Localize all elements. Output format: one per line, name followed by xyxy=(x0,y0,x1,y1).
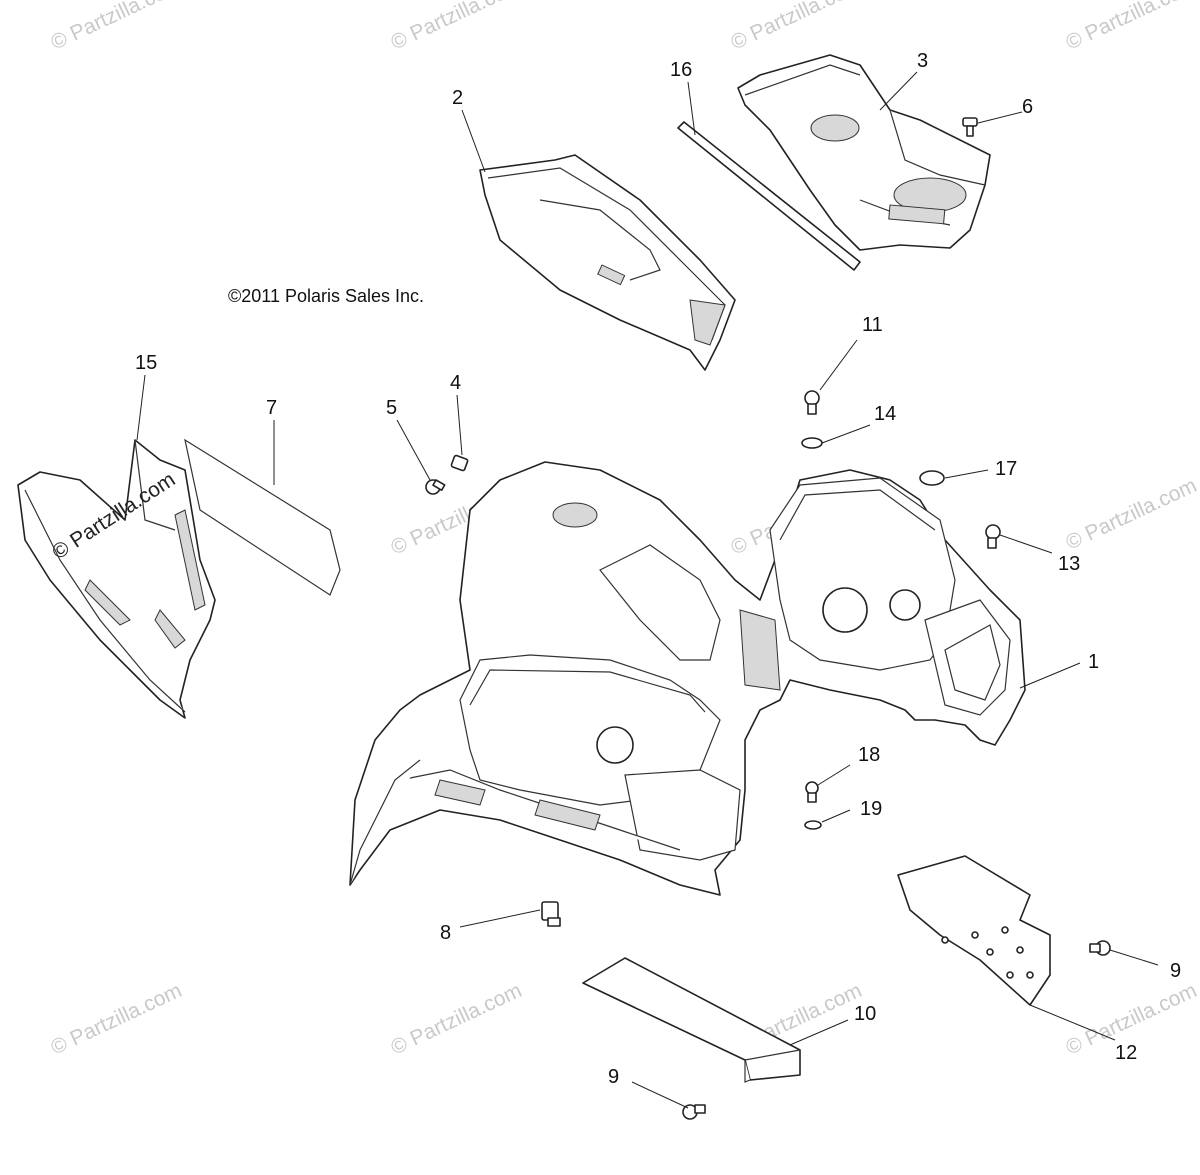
watermark: © Partzilla.com xyxy=(387,0,525,55)
callout-10: 10 xyxy=(854,1003,876,1025)
callout-4: 4 xyxy=(450,372,461,394)
watermark: © Partzilla.com xyxy=(387,979,525,1060)
callout-12: 12 xyxy=(1115,1042,1137,1064)
callout-1: 1 xyxy=(1088,651,1099,673)
leader-lines xyxy=(136,71,1159,1109)
watermark: © Partzilla.com xyxy=(47,979,185,1060)
part-18-screw xyxy=(805,781,819,803)
part-5-screw xyxy=(425,479,446,495)
part-15-side-panel xyxy=(17,439,216,719)
part-11-screw xyxy=(804,390,820,415)
part-8-clip xyxy=(541,901,561,927)
part-16-strip xyxy=(677,121,861,271)
watermark: © Partzilla.com xyxy=(47,0,185,55)
part-9-screw-b xyxy=(682,1104,706,1120)
part-6-screw xyxy=(962,117,978,137)
part-7-decal xyxy=(184,438,341,596)
callout-19: 19 xyxy=(860,798,882,820)
callout-6: 6 xyxy=(1022,96,1033,118)
callout-11: 11 xyxy=(862,314,883,336)
callouts: 1 2 3 4 5 6 7 8 9 9 10 11 12 13 14 15 16… xyxy=(135,50,1181,1088)
part-12-plate xyxy=(897,855,1051,1006)
watermark: © Partzilla.com xyxy=(1062,474,1200,555)
callout-18: 18 xyxy=(858,744,880,766)
part-19-washer xyxy=(804,820,822,830)
callout-9b: 9 xyxy=(608,1066,619,1088)
copyright-notice: ©2011 Polaris Sales Inc. xyxy=(228,286,424,306)
watermark: © Partzilla.com xyxy=(1062,0,1200,55)
part-4-clip xyxy=(450,454,469,472)
callout-3: 3 xyxy=(917,50,928,72)
callout-16: 16 xyxy=(670,59,692,81)
part-13-rivet xyxy=(985,524,1001,549)
part-9-screw-a xyxy=(1089,940,1111,956)
part-3-cover xyxy=(737,54,991,251)
callout-5: 5 xyxy=(386,397,397,419)
part-1-front-body xyxy=(349,461,1026,896)
watermark: © Partzilla.com xyxy=(727,0,865,55)
callout-7: 7 xyxy=(266,397,277,419)
callout-17: 17 xyxy=(995,458,1017,480)
part-2-dash-panel xyxy=(479,154,736,371)
callout-8: 8 xyxy=(440,922,451,944)
part-14-washer xyxy=(801,437,823,449)
callout-9a: 9 xyxy=(1170,960,1181,982)
callout-2: 2 xyxy=(452,87,463,109)
part-17-plug xyxy=(919,470,945,486)
callout-14: 14 xyxy=(874,403,896,425)
part-10-bracket xyxy=(582,957,801,1083)
callout-15: 15 xyxy=(135,352,157,374)
callout-13: 13 xyxy=(1058,553,1080,575)
